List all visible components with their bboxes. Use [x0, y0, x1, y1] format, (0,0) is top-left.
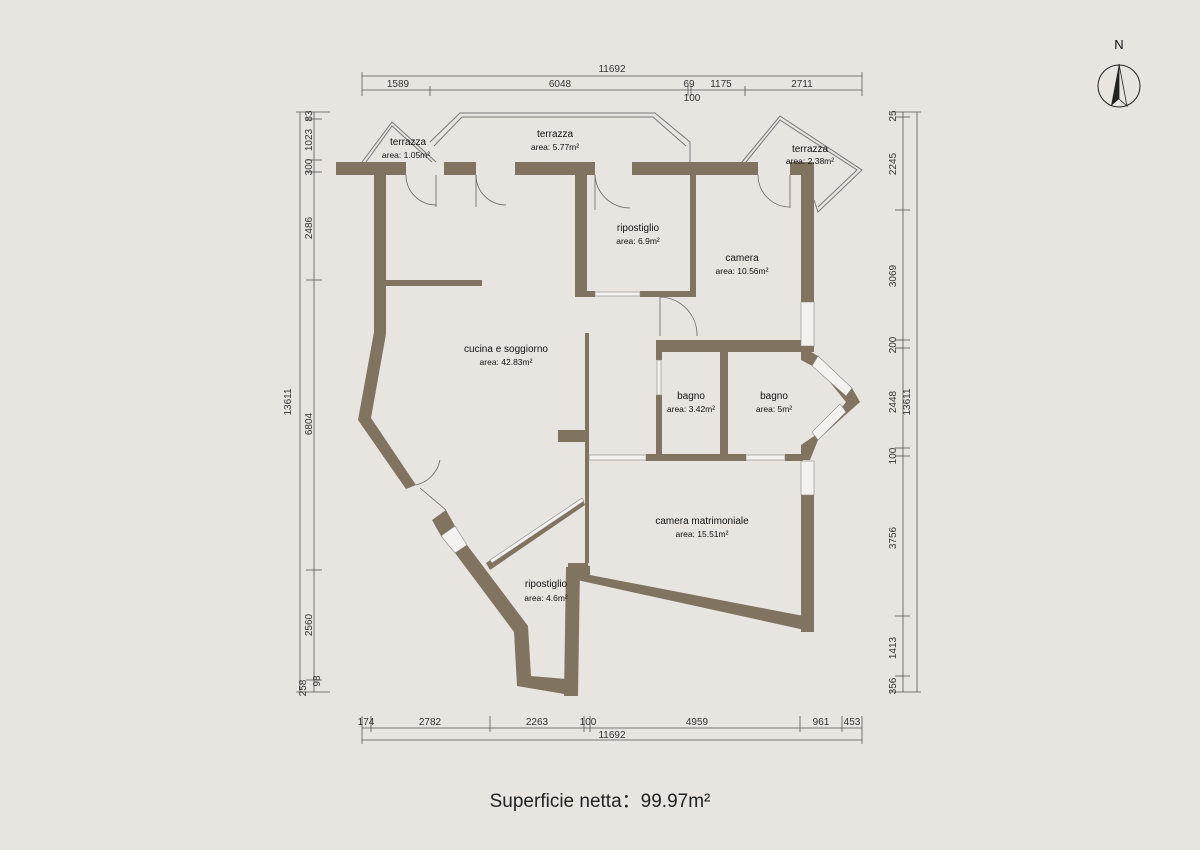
dim-top-seg: 2711 — [791, 79, 813, 90]
window — [588, 454, 647, 461]
dim-bottom-seg: 100 — [580, 717, 597, 728]
dim-left-seg: 2560 — [304, 613, 315, 636]
dim-right-seg: 200 — [888, 336, 899, 353]
room-ripostiglio: ripostiglio area: 6.9m² — [616, 223, 660, 246]
dim-bottom-seg: 2782 — [419, 717, 442, 728]
window — [489, 497, 585, 564]
dim-top-seg: 69 — [683, 79, 695, 90]
dim-right-seg: 25 — [888, 110, 899, 122]
dim-right-seg: 2448 — [888, 390, 899, 413]
room-name: bagno — [677, 391, 705, 402]
dim-top-seg: 1589 — [387, 79, 410, 90]
room-name: ripostiglio — [617, 223, 660, 234]
dim-left-total: 13611 — [283, 388, 294, 416]
room-terrazza: terrazza area: 2.38m² — [786, 144, 834, 166]
room-area: area: 1.05m² — [382, 150, 430, 160]
dim-left-seg: 2486 — [304, 216, 315, 239]
room-area: area: 42.83m² — [480, 357, 533, 367]
dim-left-seg: 83 — [304, 110, 315, 122]
room-terrazza: terrazza area: 1.05m² — [382, 137, 430, 160]
dim-left-seg: 6804 — [304, 412, 315, 435]
room-cucina-soggiorno: cucina e soggiorno area: 42.83m² — [464, 344, 548, 367]
window — [800, 301, 815, 347]
door-swing — [757, 174, 791, 208]
dim-right-seg: 3756 — [888, 526, 899, 549]
window — [811, 403, 847, 441]
room-area: area: 15.51m² — [676, 529, 729, 539]
room-area: area: 6.9m² — [616, 236, 660, 246]
room-ripostiglio: ripostiglio area: 4.6m² — [524, 579, 568, 603]
dimension-bottom: 174 2782 2263 100 4959 961 453 11692 — [358, 716, 863, 744]
compass-north-label: N — [1114, 37, 1123, 52]
dim-bottom-seg: 4959 — [686, 717, 709, 728]
dim-left-seg: 1023 — [304, 128, 315, 151]
dim-top-seg: 6048 — [549, 79, 572, 90]
room-area: area: 10.56m² — [716, 266, 769, 276]
dim-right-seg: 100 — [888, 447, 899, 464]
north-arrow-icon — [1097, 63, 1141, 108]
room-bagno: bagno area: 3.42m² — [667, 391, 715, 414]
dim-right-seg: 1413 — [888, 636, 899, 659]
dim-left-seg: 98 — [312, 675, 323, 687]
dimension-left: 13611 83 1023 300 2486 6804 2560 258 98 — [283, 110, 330, 696]
door-swing — [475, 174, 507, 206]
compass: N — [1097, 37, 1141, 108]
dim-right-total: 13611 — [902, 388, 913, 416]
dim-left-seg: 258 — [298, 679, 309, 696]
room-camera-matrimoniale: camera matrimoniale area: 15.51m² — [655, 516, 749, 539]
door-swing — [659, 296, 698, 337]
room-name: camera matrimoniale — [655, 516, 749, 527]
window — [811, 355, 853, 397]
dim-left-seg: 300 — [304, 158, 315, 175]
dimension-right: 25 2245 3069 200 2448 100 3756 1413 356 … — [888, 110, 921, 694]
window — [800, 460, 815, 496]
door-swing — [594, 174, 631, 209]
room-name: bagno — [760, 391, 788, 402]
room-area: area: 5m² — [756, 404, 793, 414]
dimension-top: 11692 1589 6048 69 1175 2711 100 — [361, 64, 863, 104]
door-swing — [405, 174, 437, 206]
window — [440, 525, 468, 554]
dim-bottom-seg: 2263 — [526, 717, 549, 728]
dim-top-seg: 1175 — [710, 79, 732, 90]
room-name: terrazza — [792, 144, 829, 155]
dim-bottom-total: 11692 — [598, 730, 626, 741]
terrace-railings — [361, 112, 863, 213]
dim-right-seg: 3069 — [888, 264, 899, 287]
room-bagno: bagno area: 5m² — [756, 391, 793, 414]
room-name: camera — [725, 253, 759, 264]
room-name: cucina e soggiorno — [464, 344, 548, 355]
dim-bottom-seg: 174 — [358, 717, 375, 728]
room-camera: camera area: 10.56m² — [716, 253, 769, 276]
door-swing — [415, 459, 441, 486]
net-area-summary: Superficie netta：99.97m² — [489, 791, 711, 812]
room-labels: terrazza area: 1.05m² terrazza area: 5.7… — [382, 129, 834, 603]
dim-right-seg: 2245 — [888, 152, 899, 175]
dim-bottom-seg: 961 — [813, 717, 830, 728]
room-area: area: 4.6m² — [524, 593, 568, 603]
doors — [405, 174, 791, 511]
window — [594, 291, 641, 297]
room-name: terrazza — [537, 129, 574, 140]
dim-top-extra: 100 — [684, 93, 701, 104]
room-area: area: 3.42m² — [667, 404, 715, 414]
window — [656, 359, 662, 396]
dim-right-seg: 356 — [888, 677, 899, 694]
window — [745, 454, 786, 461]
dim-top-total: 11692 — [598, 64, 626, 75]
room-area: area: 5.77m² — [531, 142, 579, 152]
room-name: terrazza — [390, 137, 427, 148]
room-terrazza: terrazza area: 5.77m² — [531, 129, 579, 152]
windows — [440, 291, 853, 564]
walls — [336, 162, 860, 696]
room-area: area: 2.38m² — [786, 156, 834, 166]
room-name: ripostiglio — [525, 579, 568, 590]
dim-bottom-seg: 453 — [844, 717, 861, 728]
